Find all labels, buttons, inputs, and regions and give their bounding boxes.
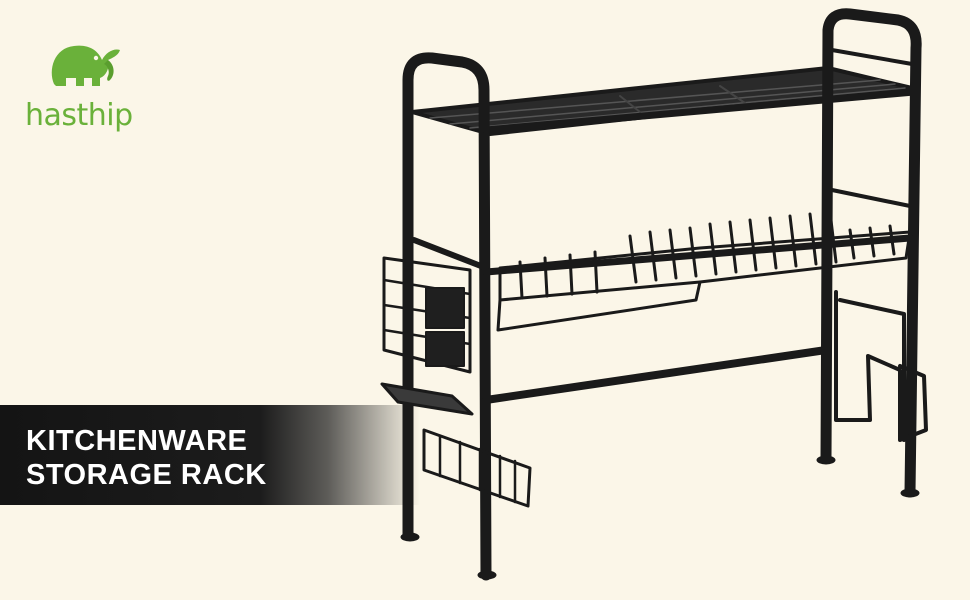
brand-name: hasthip <box>25 98 133 133</box>
back-right-post <box>820 8 922 498</box>
brand-logo: hasthip <box>22 34 152 144</box>
title-banner: KITCHENWARE STORAGE RACK <box>0 405 420 505</box>
elephant-icon <box>51 45 120 86</box>
dish-rack-image <box>380 8 928 581</box>
banner-title-line1: KITCHENWARE <box>26 425 248 457</box>
banner-title-line2: STORAGE RACK <box>26 459 267 491</box>
front-left-post <box>402 52 492 581</box>
